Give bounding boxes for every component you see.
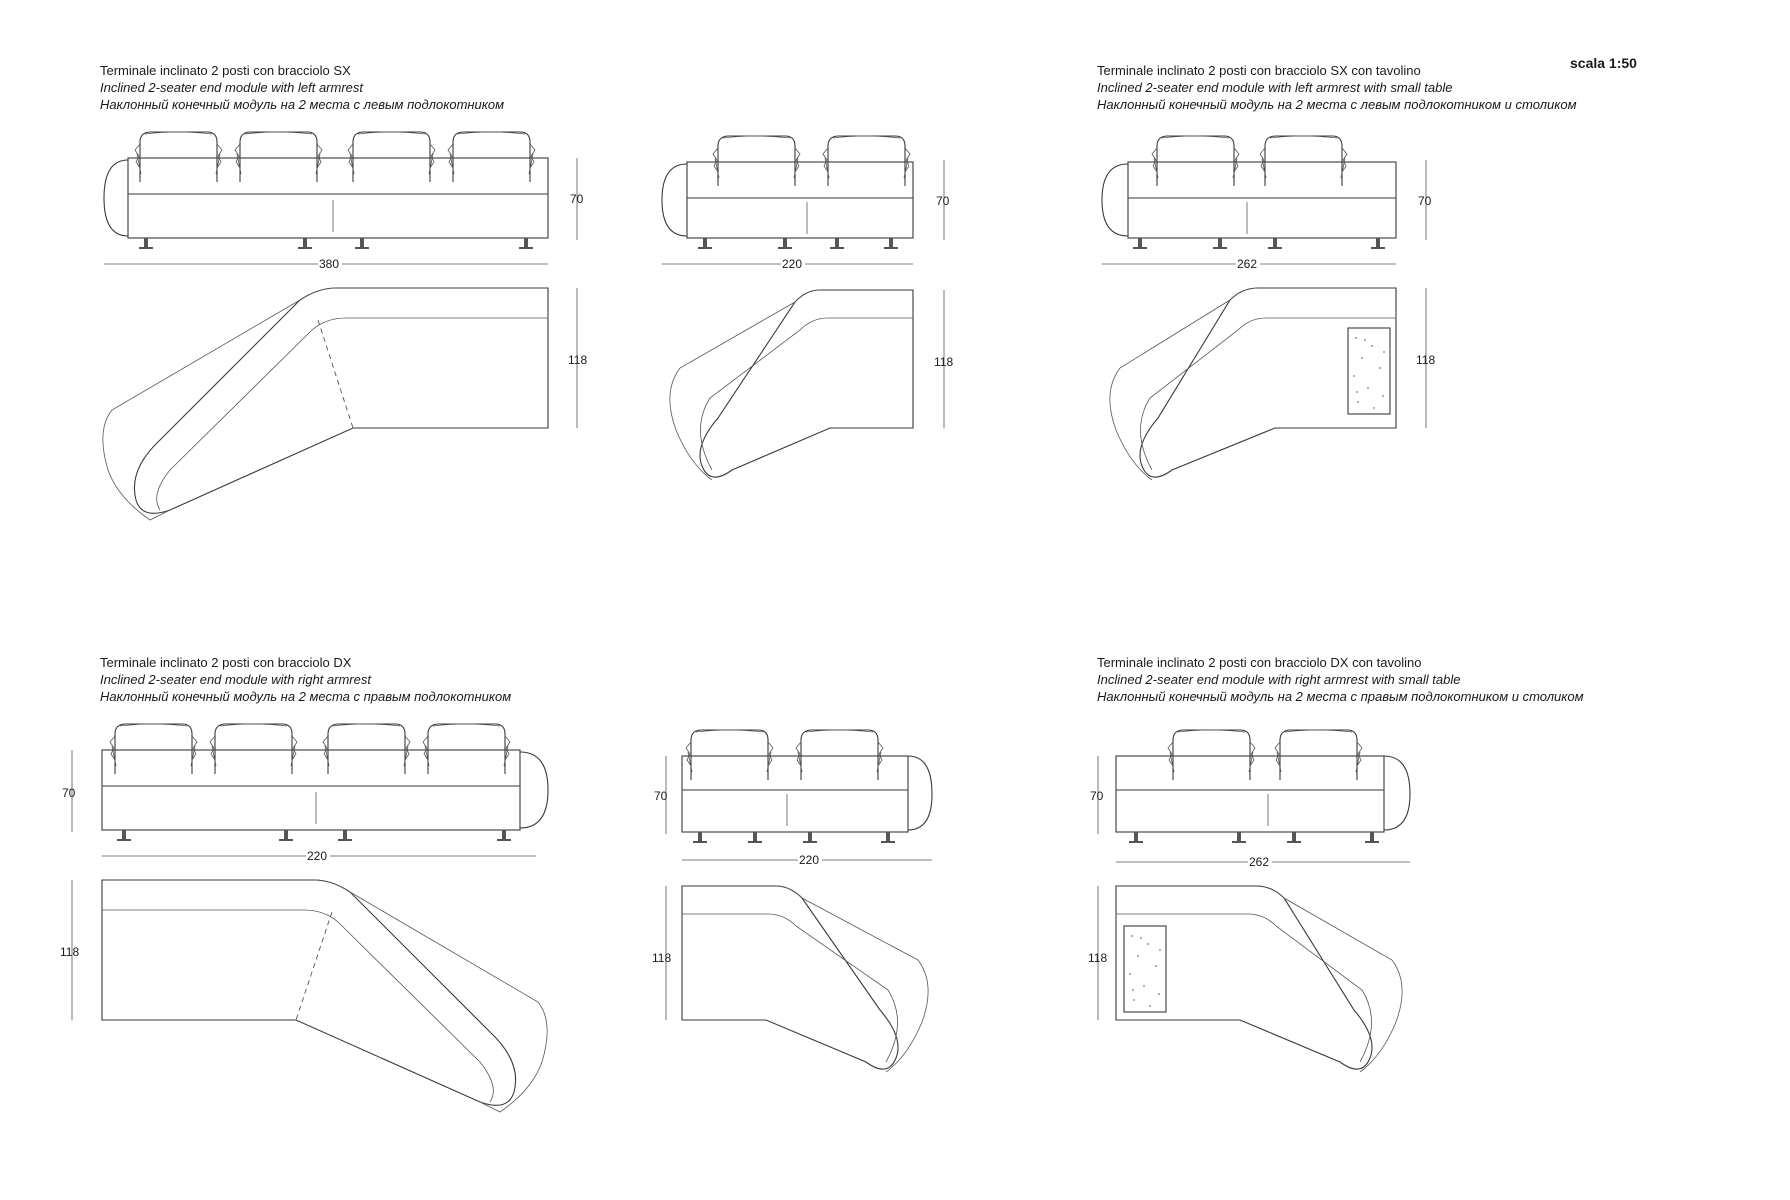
dx-380-plan bbox=[101, 879, 548, 1113]
height-label: 70 bbox=[654, 789, 668, 803]
table-stone-texture bbox=[1353, 337, 1385, 409]
width-label: 220 bbox=[782, 257, 802, 271]
dx-262-table-plan bbox=[1115, 885, 1403, 1073]
caption-sx: Terminale inclinato 2 posti con bracciol… bbox=[100, 62, 504, 113]
dx-220-plan bbox=[681, 885, 929, 1073]
title-ru: Наклонный конечный модуль на 2 места с л… bbox=[100, 97, 505, 112]
caption-sx-table: Terminale inclinato 2 posti con bracciol… bbox=[1097, 62, 1576, 113]
sx-262-table-elevation bbox=[1101, 135, 1397, 249]
title-ru: Наклонный конечный модуль на 2 места с л… bbox=[1097, 97, 1577, 112]
width-label: 262 bbox=[1249, 855, 1269, 869]
depth-label: 118 bbox=[1088, 951, 1107, 965]
title-it: Terminale inclinato 2 posti con bracciol… bbox=[1097, 63, 1421, 78]
depth-label: 118 bbox=[934, 355, 953, 369]
dx-220-elevation bbox=[681, 729, 933, 843]
title-en: Inclined 2-seater end module with left a… bbox=[100, 80, 364, 95]
width-label: 220 bbox=[799, 853, 819, 867]
width-label: 262 bbox=[1237, 257, 1257, 271]
title-it: Terminale inclinato 2 posti con bracciol… bbox=[1097, 655, 1422, 670]
height-label: 70 bbox=[570, 192, 584, 206]
height-label: 70 bbox=[62, 786, 76, 800]
depth-label: 118 bbox=[568, 353, 587, 367]
depth-label: 118 bbox=[1416, 353, 1435, 367]
depth-label: 118 bbox=[60, 945, 79, 959]
sx-262-table-plan bbox=[1109, 287, 1397, 481]
dx-262-table-elevation bbox=[1115, 729, 1411, 843]
width-label: 220 bbox=[307, 849, 327, 863]
title-ru: Наклонный конечный модуль на 2 места с п… bbox=[1097, 689, 1584, 704]
title-en: Inclined 2-seater end module with right … bbox=[100, 672, 371, 687]
depth-label: 118 bbox=[652, 951, 671, 965]
title-ru: Наклонный конечный модуль на 2 места с п… bbox=[100, 689, 512, 704]
sx-380-elevation bbox=[103, 131, 549, 249]
caption-dx: Terminale inclinato 2 posti con bracciol… bbox=[100, 654, 511, 705]
title-it: Terminale inclinato 2 posti con bracciol… bbox=[100, 63, 351, 78]
caption-dx-table: Terminale inclinato 2 posti con bracciol… bbox=[1097, 654, 1584, 705]
scale-label: scala 1:50 bbox=[1570, 55, 1637, 71]
table-stone-texture bbox=[1129, 935, 1161, 1007]
height-label: 70 bbox=[936, 194, 950, 208]
sx-220-elevation bbox=[661, 135, 914, 249]
height-label: 70 bbox=[1090, 789, 1104, 803]
dx-380-elevation bbox=[101, 723, 549, 841]
title-it: Terminale inclinato 2 posti con bracciol… bbox=[100, 655, 352, 670]
height-label: 70 bbox=[1418, 194, 1432, 208]
sx-220-plan bbox=[669, 289, 914, 481]
width-label: 380 bbox=[319, 257, 339, 271]
title-en: Inclined 2-seater end module with left a… bbox=[1097, 80, 1453, 95]
sx-380-plan bbox=[102, 287, 549, 521]
title-en: Inclined 2-seater end module with right … bbox=[1097, 672, 1461, 687]
